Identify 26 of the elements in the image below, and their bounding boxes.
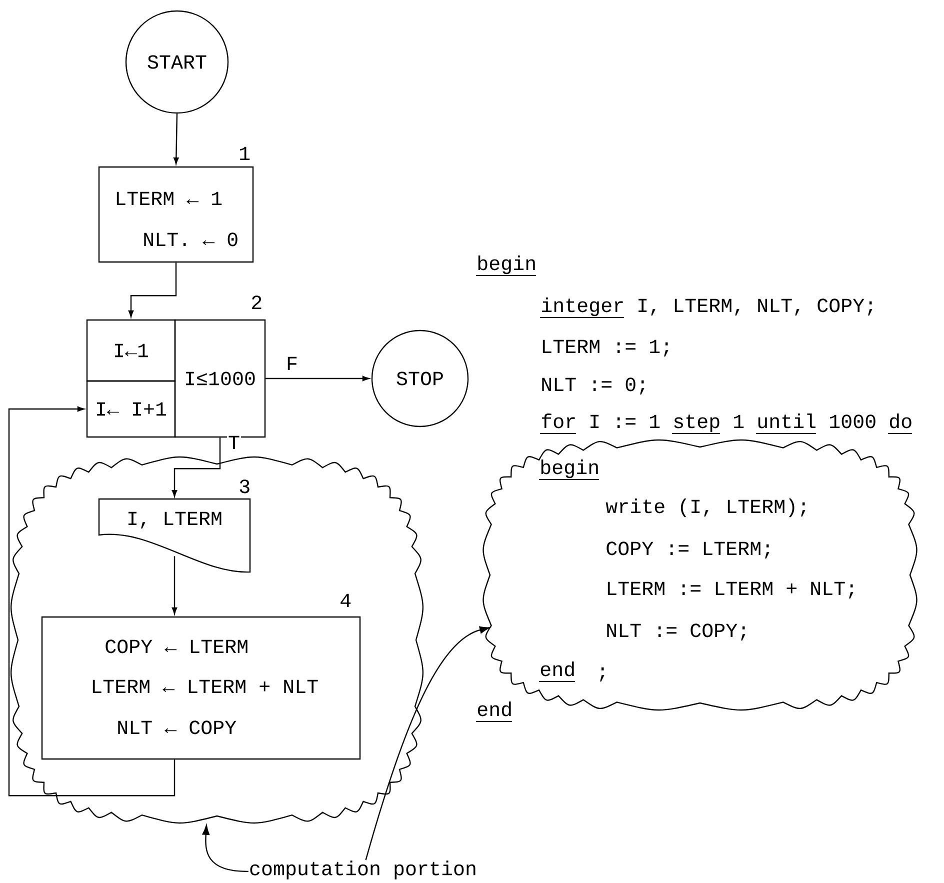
arrow: [266, 376, 370, 382]
step-number: 2: [252, 296, 262, 309]
edge-label: F: [285, 356, 299, 371]
step-number: 3: [240, 480, 250, 494]
arrow: [172, 556, 178, 614]
step-number: 1: [240, 146, 250, 160]
arrow: [128, 262, 177, 318]
process-box: LTERM ← 1 NLT. ← 0: [98, 166, 254, 263]
code-line: LTERM := 1;: [542, 340, 668, 357]
code-line: NLT := 0;: [542, 378, 644, 395]
callout-text: computation portion: [250, 860, 476, 880]
arrow: [8, 406, 176, 796]
code-line: begin: [476, 256, 536, 276]
leader-line: [202, 825, 248, 872]
step-number: 4: [340, 594, 351, 607]
process-box: I←1: [86, 319, 176, 382]
cloud-shape: [10, 456, 424, 824]
arrow: [172, 438, 221, 497]
code-line: ;: [600, 667, 604, 682]
process-box: I← I+1: [86, 380, 176, 438]
code-line: integer I, LTERM, NLT, COPY;: [540, 298, 872, 318]
edge-label: T: [227, 434, 241, 450]
code-line: for I := 1 step 1 until 1000 do: [540, 414, 912, 434]
process-box: COPY ← LTERM LTERM ← LTERM + NLT NLT ← COPY: [41, 616, 361, 760]
leader-line: [365, 626, 490, 860]
arrow: [174, 114, 179, 164]
